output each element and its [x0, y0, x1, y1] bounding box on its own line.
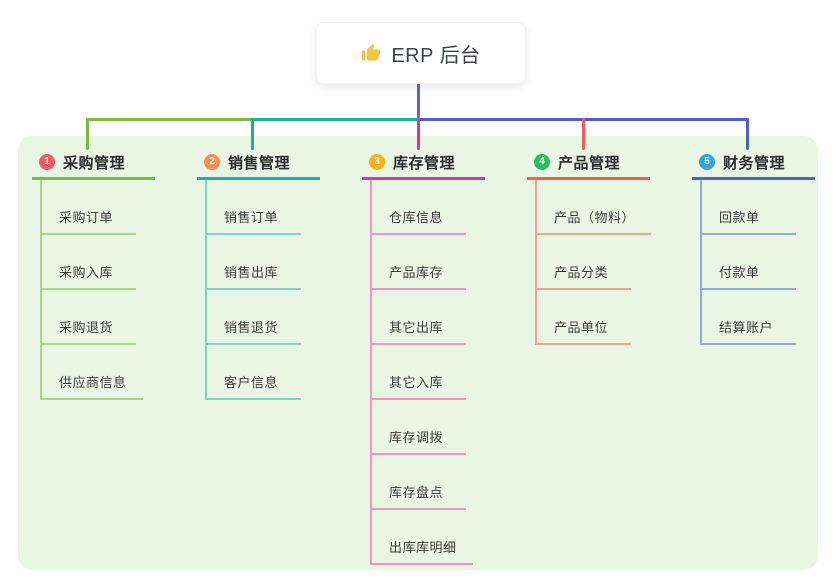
connector-drop-finance [746, 118, 749, 150]
tree-item[interactable]: 产品（物料） [535, 180, 652, 235]
branch-badge: 4 [534, 154, 550, 170]
tree-item-label: 产品单位 [554, 320, 609, 335]
tree-item[interactable]: 库存调拨 [370, 400, 466, 455]
connector-drop-inventory [417, 118, 420, 150]
tree-item[interactable]: 客户信息 [205, 345, 301, 400]
tree-item[interactable]: 产品分类 [535, 235, 631, 290]
branch-sales: 2 销售管理 销售订单 销售出库 销售退货 客户信息 [197, 150, 320, 400]
tree-item-label: 产品分类 [554, 265, 609, 280]
tree-item-label: 产品（物料） [554, 210, 636, 225]
tree-item[interactable]: 其它入库 [370, 345, 466, 400]
tree-item[interactable]: 销售退货 [205, 290, 301, 345]
branch-finance-header[interactable]: 5 财务管理 [692, 150, 815, 180]
tree-item[interactable]: 采购订单 [40, 180, 136, 235]
branch-title: 库存管理 [393, 154, 456, 172]
tree-item-label: 供应商信息 [59, 375, 127, 390]
tree-item-label: 客户信息 [224, 375, 279, 390]
connector-root-stem [417, 82, 420, 118]
mindmap-canvas [18, 136, 818, 570]
branch-purchase-items: 采购订单 采购入库 采购退货 供应商信息 [40, 180, 143, 400]
thumbs-up-icon [361, 43, 381, 63]
branch-finance: 5 财务管理 回款单 付款单 结算账户 [692, 150, 815, 345]
tree-item-label: 采购订单 [59, 210, 114, 225]
tree-item-label: 库存调拨 [389, 430, 444, 445]
tree-item-label: 回款单 [719, 210, 760, 225]
mindmap-root-node[interactable]: ERP 后台 [316, 22, 526, 84]
root-title: ERP 后台 [391, 44, 481, 67]
connector-bus-green [86, 118, 253, 121]
tree-item-label: 采购入库 [59, 265, 114, 280]
branch-sales-header[interactable]: 2 销售管理 [197, 150, 320, 180]
tree-item[interactable]: 销售出库 [205, 235, 301, 290]
branch-title: 采购管理 [63, 154, 126, 172]
tree-item[interactable]: 库存盘点 [370, 455, 466, 510]
tree-item-label: 付款单 [719, 265, 760, 280]
branch-sales-items: 销售订单 销售出库 销售退货 客户信息 [205, 180, 301, 400]
branch-product-items: 产品（物料） 产品分类 产品单位 [535, 180, 652, 345]
tree-item[interactable]: 供应商信息 [40, 345, 143, 400]
tree-item[interactable]: 出库库明细 [370, 510, 473, 565]
tree-item[interactable]: 回款单 [700, 180, 796, 235]
branch-badge: 5 [699, 154, 715, 170]
tree-item-label: 采购退货 [59, 320, 114, 335]
tree-item-label: 其它出库 [389, 320, 444, 335]
tree-item[interactable]: 仓库信息 [370, 180, 466, 235]
tree-item[interactable]: 其它出库 [370, 290, 466, 345]
branch-finance-items: 回款单 付款单 结算账户 [700, 180, 796, 345]
tree-item[interactable]: 销售订单 [205, 180, 301, 235]
branch-product: 4 产品管理 产品（物料） 产品分类 产品单位 [527, 150, 652, 345]
branch-purchase-header[interactable]: 1 采购管理 [32, 150, 155, 180]
branch-inventory: 3 库存管理 仓库信息 产品库存 其它出库 其它入库 库存调拨 库存盘点 出库库… [362, 150, 485, 565]
tree-item-label: 销售订单 [224, 210, 279, 225]
tree-item[interactable]: 付款单 [700, 235, 796, 290]
branch-title: 产品管理 [558, 154, 621, 172]
tree-item-label: 出库库明细 [389, 540, 457, 555]
tree-item-label: 结算账户 [719, 320, 774, 335]
tree-item-label: 销售出库 [224, 265, 279, 280]
branch-badge: 1 [39, 154, 55, 170]
tree-item[interactable]: 产品单位 [535, 290, 631, 345]
connector-bus-teal [251, 118, 419, 121]
connector-drop-sales [251, 118, 254, 150]
branch-inventory-header[interactable]: 3 库存管理 [362, 150, 485, 180]
connector-drop-purchase [86, 118, 89, 150]
tree-item-label: 产品库存 [389, 265, 444, 280]
connector-drop-product [582, 118, 585, 150]
tree-item-label: 仓库信息 [389, 210, 444, 225]
branch-purchase: 1 采购管理 采购订单 采购入库 采购退货 供应商信息 [32, 150, 155, 400]
branch-title: 财务管理 [723, 154, 786, 172]
tree-item-label: 其它入库 [389, 375, 444, 390]
branch-badge: 3 [369, 154, 385, 170]
tree-item[interactable]: 结算账户 [700, 290, 796, 345]
tree-item-label: 库存盘点 [389, 485, 444, 500]
branch-title: 销售管理 [228, 154, 291, 172]
tree-item[interactable]: 采购退货 [40, 290, 136, 345]
branch-inventory-items: 仓库信息 产品库存 其它出库 其它入库 库存调拨 库存盘点 出库库明细 [370, 180, 473, 565]
branch-product-header[interactable]: 4 产品管理 [527, 150, 650, 180]
branch-badge: 2 [204, 154, 220, 170]
tree-item[interactable]: 产品库存 [370, 235, 466, 290]
tree-item[interactable]: 采购入库 [40, 235, 136, 290]
tree-item-label: 销售退货 [224, 320, 279, 335]
